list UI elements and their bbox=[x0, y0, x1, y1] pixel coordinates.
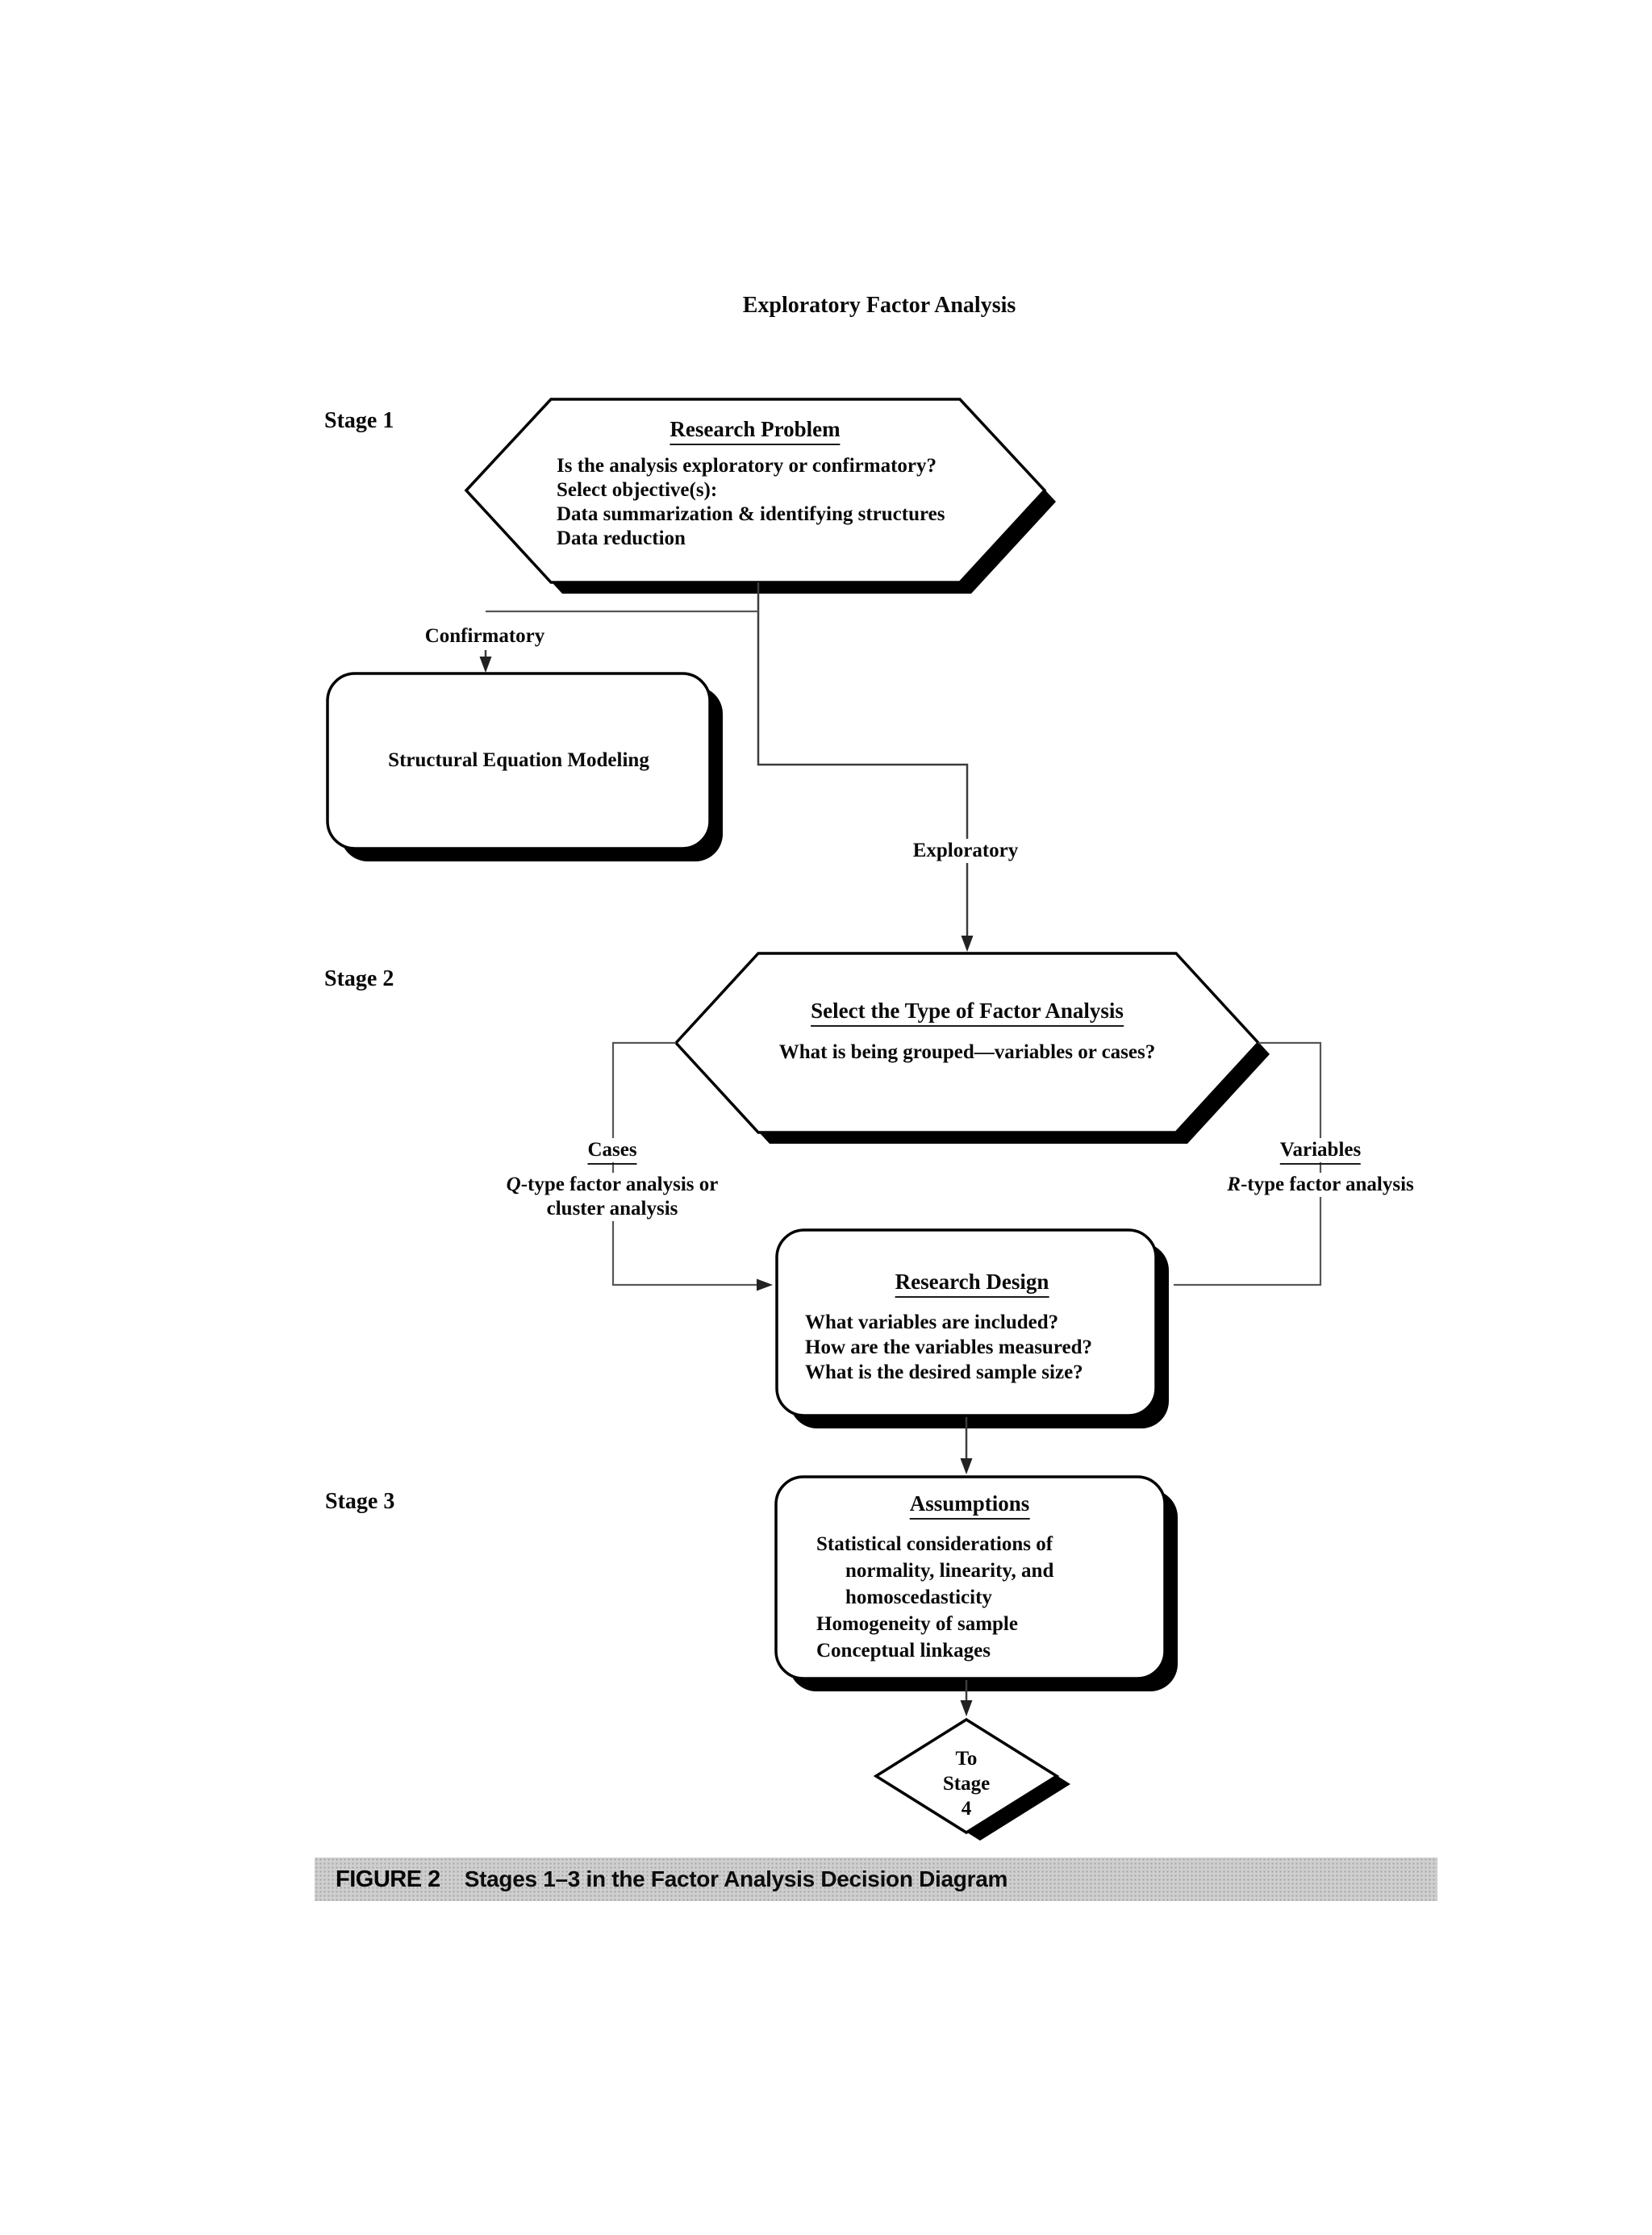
assumptions-line: Conceptual linkages bbox=[816, 1640, 991, 1662]
to-stage4-line: To bbox=[955, 1748, 978, 1770]
arrowhead-confirmatory bbox=[479, 657, 492, 673]
assumptions-box-body bbox=[774, 1475, 1166, 1680]
research-problem-hexagon bbox=[464, 398, 1056, 594]
research-problem-body: Is the analysis exploratory or confirmat… bbox=[557, 454, 945, 551]
cases-line: Q-type factor analysis or bbox=[506, 1174, 719, 1195]
variables-description: R-type factor analysis bbox=[1220, 1173, 1420, 1197]
to-stage4-label: To Stage 4 bbox=[943, 1746, 990, 1821]
research-design-line: What variables are included? bbox=[805, 1311, 1059, 1333]
select-type-heading: Select the Type of Factor Analysis bbox=[811, 999, 1124, 1027]
assumptions-line: homoscedasticity bbox=[845, 1587, 992, 1608]
assumptions-heading: Assumptions bbox=[909, 1491, 1030, 1520]
stage-3-label: Stage 3 bbox=[325, 1489, 395, 1514]
research-problem-hexagon-body bbox=[464, 398, 1047, 584]
connector-variables bbox=[1174, 1041, 1322, 1286]
research-problem-line: Data reduction bbox=[557, 527, 686, 549]
variables-heading-text: Variables bbox=[1279, 1139, 1362, 1165]
assumptions-box bbox=[774, 1475, 1178, 1691]
sem-box bbox=[326, 672, 723, 861]
figure-caption-bar: FIGURE 2 Stages 1–3 in the Factor Analys… bbox=[315, 1858, 1437, 1901]
research-problem-line: Is the analysis exploratory or confirmat… bbox=[557, 455, 937, 477]
research-problem-heading: Research Problem bbox=[670, 417, 841, 445]
research-problem-line: Data summarization & identifying structu… bbox=[557, 503, 945, 525]
cases-heading: Cases bbox=[581, 1138, 644, 1165]
arrowhead-exploratory bbox=[961, 936, 974, 952]
assumptions-body: Statistical considerations of normality,… bbox=[816, 1531, 1053, 1664]
to-stage4-diamond-body bbox=[873, 1717, 1060, 1835]
exploratory-branch-label: Exploratory bbox=[906, 839, 1025, 863]
research-problem-line: Select objective(s): bbox=[557, 479, 718, 501]
connector-cases bbox=[611, 1041, 761, 1286]
to-stage4-line: Stage bbox=[942, 1773, 991, 1795]
research-design-line: What is the desired sample size? bbox=[805, 1361, 1083, 1383]
cases-line: cluster analysis bbox=[546, 1198, 678, 1220]
to-stage4-line: 4 bbox=[961, 1798, 972, 1820]
arrowhead-assumptions bbox=[960, 1458, 973, 1474]
select-type-hexagon bbox=[674, 952, 1270, 1144]
page-title: Exploratory Factor Analysis bbox=[742, 293, 1016, 318]
variables-heading: Variables bbox=[1273, 1138, 1368, 1165]
research-design-heading: Research Design bbox=[895, 1270, 1049, 1298]
research-design-box bbox=[775, 1228, 1169, 1428]
research-design-heading-text: Research Design bbox=[895, 1270, 1049, 1298]
stage-1-label: Stage 1 bbox=[324, 408, 394, 433]
figure-caption-tag: FIGURE 2 bbox=[336, 1866, 440, 1892]
stage-2-label: Stage 2 bbox=[324, 966, 394, 991]
assumptions-heading-text: Assumptions bbox=[909, 1491, 1030, 1520]
to-stage4-diamond bbox=[873, 1717, 1070, 1841]
select-type-question: What is being grouped—variables or cases… bbox=[778, 1041, 1156, 1063]
research-problem-heading-text: Research Problem bbox=[670, 417, 841, 445]
sem-label: Structural Equation Modeling bbox=[388, 749, 649, 771]
arrowhead-stage4 bbox=[960, 1700, 973, 1716]
select-type-heading-text: Select the Type of Factor Analysis bbox=[811, 999, 1124, 1027]
connector-main bbox=[757, 582, 969, 942]
cases-description: Q-type factor analysis or cluster analys… bbox=[499, 1173, 725, 1221]
sem-box-body bbox=[326, 672, 711, 850]
figure-caption-text: Stages 1–3 in the Factor Analysis Decisi… bbox=[464, 1866, 1008, 1891]
arrowhead-cases bbox=[757, 1278, 773, 1291]
research-design-box-body bbox=[775, 1228, 1158, 1417]
confirmatory-branch-label: Confirmatory bbox=[418, 624, 552, 648]
assumptions-line: Homogeneity of sample bbox=[816, 1613, 1018, 1635]
research-design-body: What variables are included? How are the… bbox=[805, 1310, 1092, 1385]
research-design-line: How are the variables measured? bbox=[805, 1336, 1092, 1358]
assumptions-line: normality, linearity, and bbox=[845, 1560, 1054, 1582]
assumptions-line: Statistical considerations of bbox=[816, 1533, 1053, 1555]
cases-heading-text: Cases bbox=[587, 1139, 637, 1165]
